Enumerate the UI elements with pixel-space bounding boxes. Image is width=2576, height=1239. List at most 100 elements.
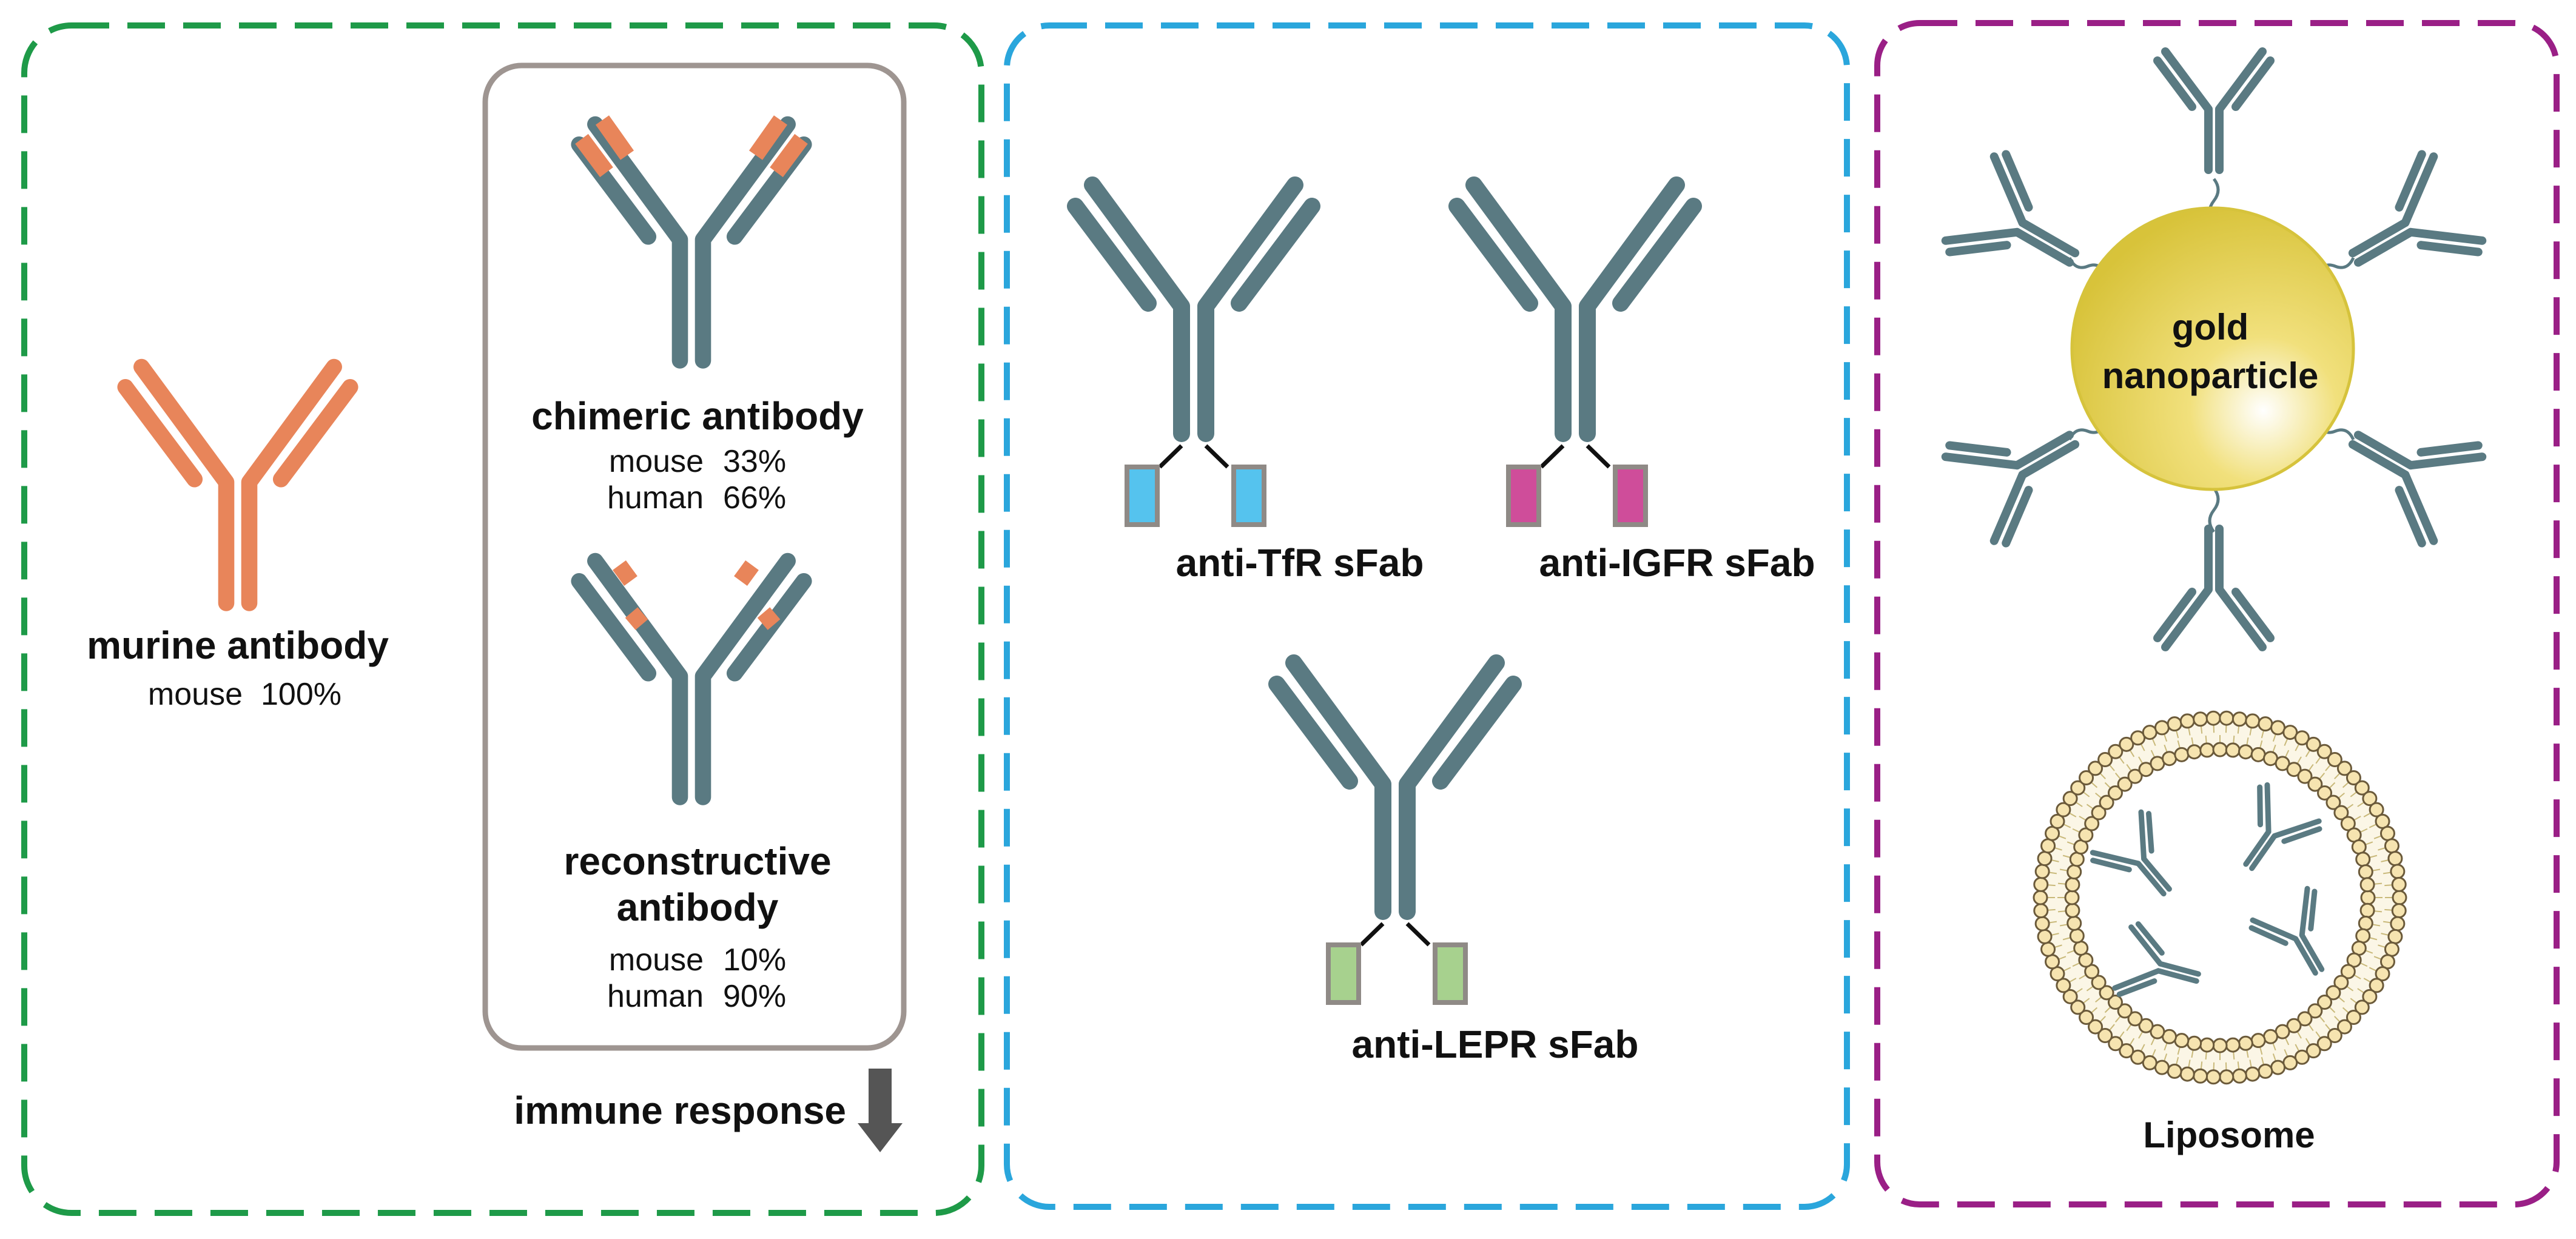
lipid-head [2316, 744, 2332, 759]
igfr-tag-icon [1506, 465, 1541, 527]
lipid-head [2245, 713, 2261, 729]
lepr-tag-icon [1326, 942, 1361, 1005]
lipid-head [2340, 816, 2356, 831]
lipid-head [2070, 999, 2086, 1015]
lipid-head [2359, 902, 2375, 918]
lipid-head [2391, 903, 2407, 919]
liposome: Liposome [2033, 710, 2407, 1155]
lipid-head [2258, 716, 2273, 732]
lipid-head [2174, 1033, 2190, 1049]
lipid-head [2078, 827, 2094, 843]
lipid-head [2245, 1066, 2261, 1082]
lipid-head [2174, 747, 2190, 762]
lipid-head [2250, 1033, 2266, 1049]
lipid-head [2062, 791, 2078, 807]
lipid-head [2286, 762, 2302, 777]
lipid-head [2354, 780, 2370, 796]
lipid-head [2358, 915, 2373, 931]
lipid-head [2307, 1003, 2323, 1019]
reconstructive-mouse-value: 10% [723, 942, 786, 978]
lipid-head [2305, 736, 2321, 752]
chimeric-mouse-value: 33% [723, 444, 786, 479]
lipid-head [2362, 989, 2378, 1004]
lipid-head [2297, 768, 2313, 784]
lipid-head [2034, 864, 2050, 879]
lipid-head [2390, 916, 2406, 932]
lipid-head [2205, 710, 2221, 726]
lipid-head [2294, 1049, 2310, 1065]
lipid-head [2069, 851, 2085, 867]
lipid-head [2327, 751, 2342, 767]
lipid-head [2317, 785, 2333, 801]
lipid-head [2033, 890, 2048, 905]
reconstructive-antibody: reconstructive antibody mouse 10% human … [563, 561, 832, 1014]
lipid-head [2107, 995, 2123, 1010]
lipid-head [2212, 742, 2228, 757]
lipid-head [2167, 716, 2182, 732]
middle-panel-border [1004, 22, 1850, 1210]
lipid-head [2150, 1024, 2165, 1039]
humanized-box [482, 62, 907, 1051]
lipid-head [2199, 742, 2215, 758]
lipid-head [2225, 1037, 2241, 1053]
antibody-icon [126, 367, 351, 603]
lipid-head [2138, 1018, 2154, 1033]
murine-mouse-label: mouse [148, 677, 243, 712]
lipid-head [2187, 1035, 2202, 1051]
anti-igfr-label: anti-IGFR sFab [1539, 541, 1815, 585]
lipid-head [2212, 1038, 2228, 1053]
lipid-head [2225, 742, 2241, 758]
lipid-head [2064, 890, 2080, 905]
lipid-head [2358, 864, 2373, 880]
lipid-head [2079, 1010, 2094, 1026]
lipid-bilayer-inner [2057, 735, 2383, 1060]
lipid-head [2359, 877, 2375, 893]
linker-icon [1359, 922, 1431, 947]
lipid-head [2379, 825, 2395, 841]
murine-antibody: murine antibody mouse 100% [87, 367, 389, 712]
right-panel-border [1874, 20, 2560, 1207]
tfr-tag-icon [1231, 465, 1266, 527]
antibody-icon [1942, 150, 2100, 307]
lipid-head [2065, 902, 2080, 918]
lipid-head [2325, 794, 2341, 810]
lipid-head [2355, 851, 2371, 867]
lipid-head [2307, 776, 2323, 792]
lipid-head [2097, 1028, 2113, 1044]
lipid-head [2258, 1063, 2273, 1079]
lipid-head [2384, 838, 2399, 854]
lipid-head [2391, 876, 2407, 892]
lipid-head [2119, 1043, 2134, 1059]
lipid-head [2179, 1066, 2195, 1082]
lipid-head [2084, 816, 2100, 831]
lipid-head [2369, 802, 2384, 818]
lipid-head [2067, 915, 2082, 931]
lipid-head [2199, 1037, 2215, 1053]
lipid-head [2108, 744, 2124, 759]
lipid-head [2193, 1068, 2208, 1084]
lipid-head [2119, 736, 2134, 752]
lipid-head [2231, 711, 2247, 727]
lipid-head [2392, 890, 2407, 905]
chimeric-mouse-label: mouse [609, 444, 704, 479]
chimeric-human-value: 66% [723, 480, 786, 515]
lipid-head [2340, 964, 2356, 979]
anti-tfr-sfab: anti-TfR sFab [1075, 185, 1424, 585]
chimeric-antibody: chimeric antibody mouse 33% human 66% [531, 115, 864, 515]
lipid-head [2375, 966, 2390, 982]
lipid-head [2294, 730, 2310, 746]
left-panel: murine antibody mouse 100% chimeric anti… [21, 22, 984, 1216]
lipid-head [2387, 928, 2403, 944]
tfr-tag-icon [1125, 465, 1160, 527]
right-panel: gold nanoparticle Liposome [1874, 20, 2560, 1207]
chimeric-title: chimeric antibody [531, 394, 864, 438]
antibody-icon [2157, 52, 2270, 170]
lipid-head [2262, 1029, 2278, 1044]
lipid-head [2099, 985, 2114, 1001]
linker-icon [1539, 444, 1611, 469]
gold-label-line2: nanoparticle [2102, 355, 2319, 396]
antibody-icon [579, 124, 804, 361]
lipid-head [2297, 1011, 2313, 1027]
antibody-icon [2327, 150, 2486, 307]
